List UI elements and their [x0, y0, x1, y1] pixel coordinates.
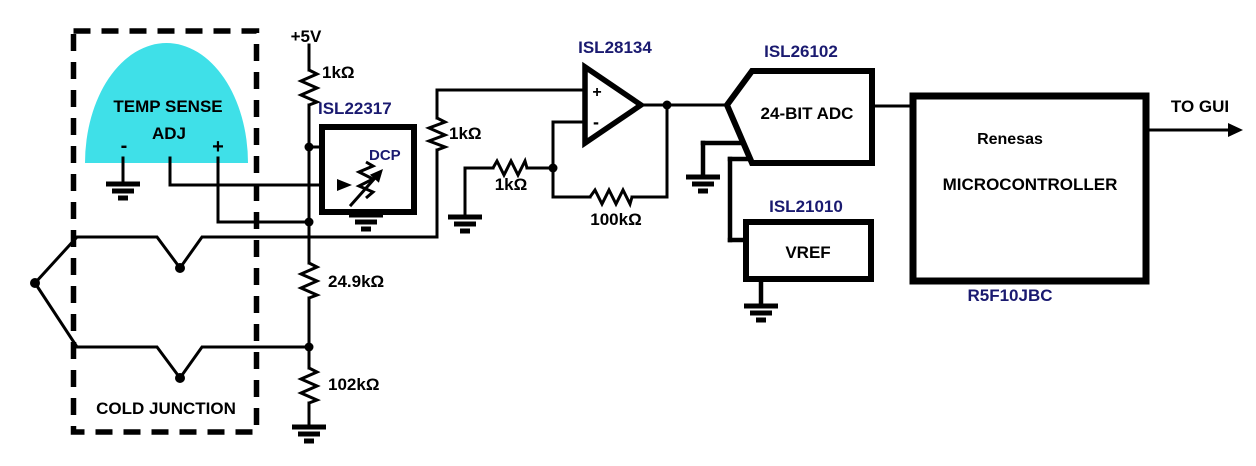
vref-block: ISL21010 VREF: [743, 197, 874, 282]
sensor-dashed-enclosure: [70, 28, 260, 435]
wiper-arrow-icon: [337, 179, 352, 191]
output-arrow-icon: [1228, 123, 1243, 137]
resistor-value: 1kΩ: [449, 124, 482, 143]
vref-box: [743, 219, 874, 282]
resistor-input-1k: 1kΩ: [424, 116, 482, 152]
thermocouple-junction-dot: [175, 263, 185, 273]
potentiometer-arrow-icon: [369, 169, 383, 183]
ground-icon: [349, 215, 383, 229]
dcp-label: DCP: [369, 147, 401, 164]
vref-label: VREF: [785, 243, 830, 262]
to-gui-output: TO GUI: [1171, 97, 1243, 137]
ground-icon: [744, 306, 778, 320]
adc-label: 24-BIT ADC: [761, 104, 854, 123]
resistor-divider-top-24k9: 24.9kΩ: [297, 261, 384, 300]
opamp-triangle: [582, 61, 646, 149]
dcp-part-number: ISL22317: [318, 99, 392, 118]
mcu-box: [909, 92, 1150, 285]
resistor-gain-1k: 1kΩ: [491, 156, 529, 194]
to-gui-label: TO GUI: [1171, 97, 1229, 116]
temp-sense-block: TEMP SENSE ADJ - +: [85, 43, 248, 163]
adc-block: ISL26102 24-BIT ADC: [723, 42, 875, 166]
vref-part-number: ISL21010: [769, 197, 843, 216]
temp-sense-minus-label: -: [121, 135, 128, 157]
dcp-block: ISL22317 DCP: [318, 99, 417, 215]
opamp-block: ISL28134 + -: [578, 38, 652, 149]
cold-junction-label: COLD JUNCTION: [96, 399, 236, 418]
ground-icon: [292, 427, 326, 441]
thermocouple-junction-dot: [175, 373, 185, 383]
resistor-value: 1kΩ: [322, 63, 355, 82]
opamp-minus-input: -: [593, 112, 599, 132]
opamp-plus-input: +: [592, 84, 601, 101]
temp-sense-plus-label: +: [212, 136, 224, 158]
adc-part-number: ISL26102: [764, 42, 838, 61]
mcu-block: Renesas MICROCONTROLLER R5F10JBC: [909, 92, 1150, 305]
mcu-brand: Renesas: [977, 131, 1043, 148]
thermocouple-wires: [30, 235, 439, 383]
mcu-part-number: R5F10JBC: [967, 286, 1052, 305]
thermocouple-junction-dot: [30, 278, 40, 288]
junction-dots: [304, 100, 672, 352]
temp-sense-dome: [85, 43, 248, 163]
resistor-value: 24.9kΩ: [328, 272, 384, 291]
resistor-value: 100kΩ: [590, 210, 641, 229]
resistor-pullup-1k: 1kΩ: [297, 63, 355, 107]
supply-label: +5V: [291, 27, 322, 46]
ground-icon: [106, 184, 140, 198]
temp-sense-adj-label: ADJ: [152, 124, 186, 143]
adc-shape: [723, 68, 875, 166]
resistor-divider-bottom-102k: 102kΩ: [297, 366, 379, 405]
resistor-feedback-100k: 100kΩ: [588, 186, 642, 229]
ground-icon: [448, 217, 482, 231]
ground-icon: [686, 177, 720, 191]
resistor-value: 102kΩ: [328, 375, 379, 394]
mcu-label: MICROCONTROLLER: [943, 175, 1118, 194]
resistor-value: 1kΩ: [495, 175, 528, 194]
temp-sense-title: TEMP SENSE: [113, 97, 222, 116]
opamp-part-number: ISL28134: [578, 38, 652, 57]
